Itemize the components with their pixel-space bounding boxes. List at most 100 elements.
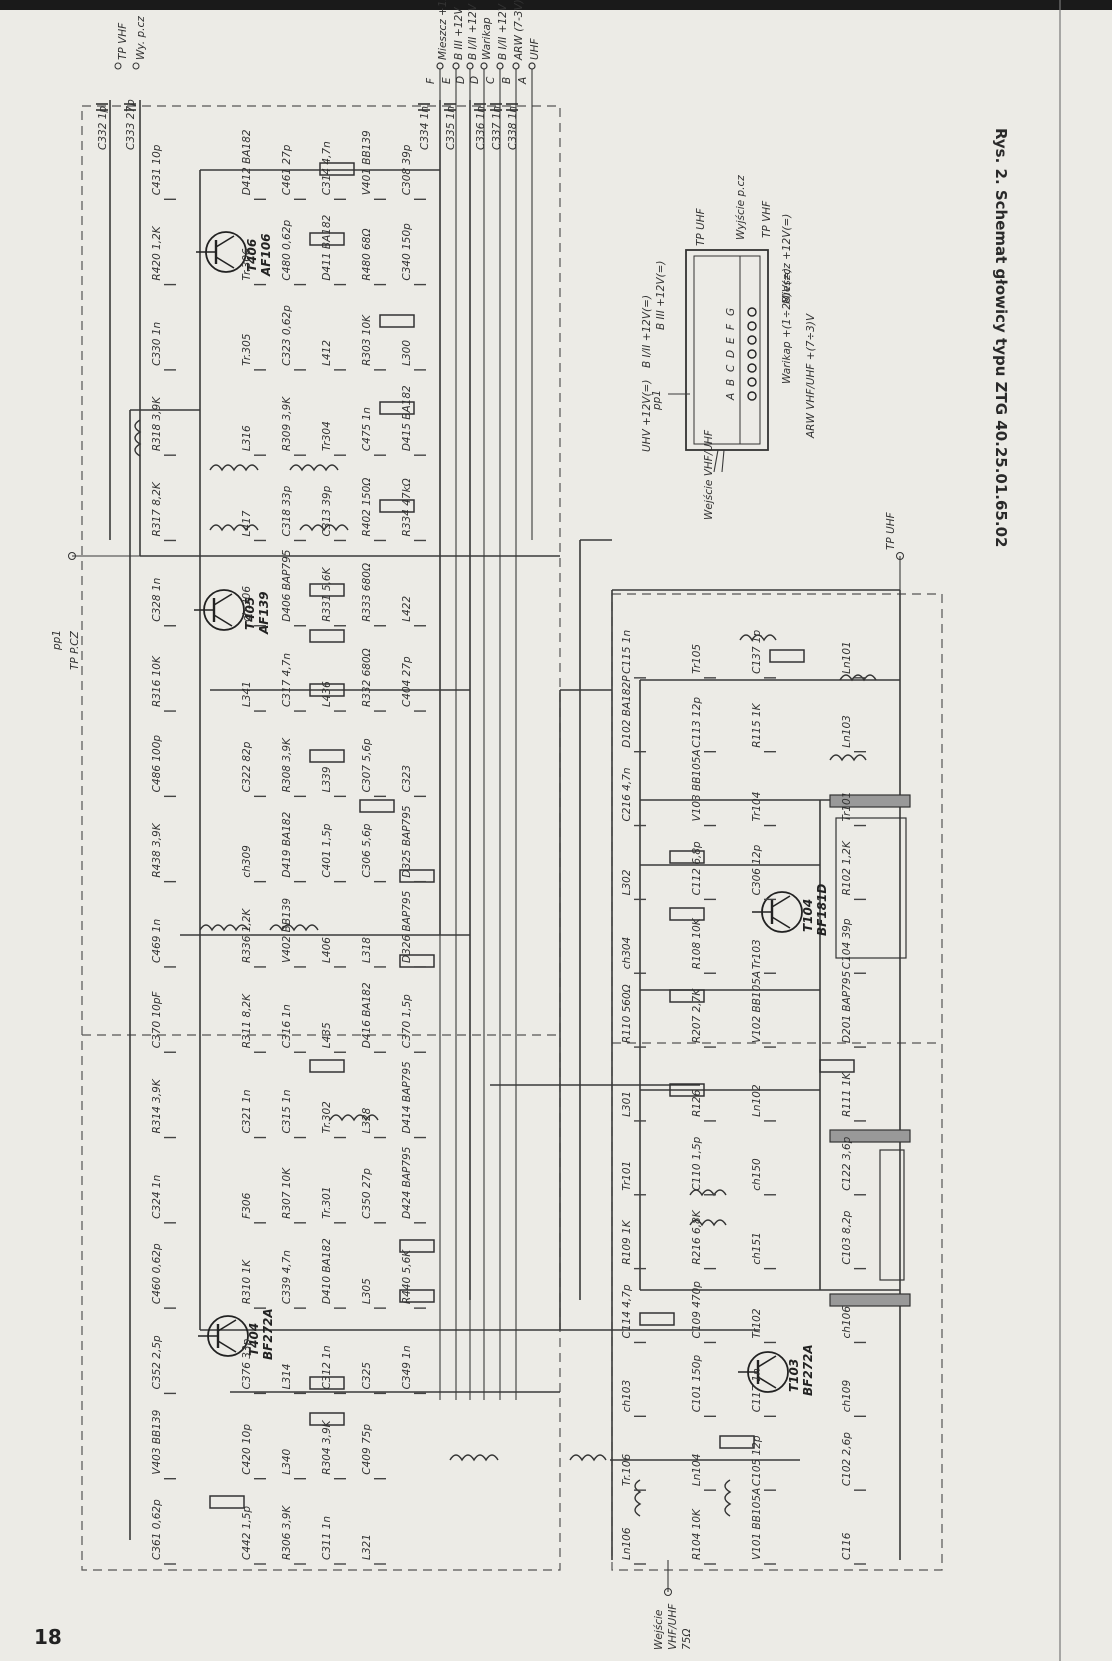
transistor-type: BF181D xyxy=(815,884,829,936)
component-label: C322 82p xyxy=(241,741,253,792)
inset-label: ARW VHF/UHF +(7÷3)V xyxy=(805,313,817,439)
transistor-type: AF139 xyxy=(257,591,271,635)
component-label: C313 39p xyxy=(321,485,333,536)
component-label: L417 xyxy=(241,510,253,536)
component-label: C328 1n xyxy=(151,578,163,622)
inset-pin-letter: E xyxy=(725,337,737,344)
component-label: L321 xyxy=(361,1534,373,1560)
component-label: Ln106 xyxy=(621,1527,633,1560)
component-label: ch109 xyxy=(841,1380,853,1413)
component-label: ch150 xyxy=(751,1158,763,1191)
component-label: R438 3,9K xyxy=(151,822,163,877)
component-label: R402 150Ω xyxy=(361,478,373,537)
component-label: D419 BA182 xyxy=(281,811,293,877)
component-label: D326 BAP795 xyxy=(401,890,413,963)
component-label: C314 4,7n xyxy=(321,141,333,195)
component-label: ch151 xyxy=(751,1232,763,1264)
line-ln102 xyxy=(829,1129,911,1143)
component-label: R316 10K xyxy=(151,655,163,707)
component-label: C401 1,5p xyxy=(321,823,333,877)
inset-label: Wyjście p.cz xyxy=(735,175,747,240)
component-label: C114 4,7p xyxy=(621,1284,633,1338)
component-label: C216 4,7n xyxy=(621,767,633,821)
component-label: R308 3,9K xyxy=(281,737,293,792)
component-label: C102 2,6p xyxy=(841,1432,853,1486)
component-label: C409 75p xyxy=(361,1424,373,1475)
component-label: L314 xyxy=(281,1364,293,1390)
output-wy-pcz: Wy. p.cz xyxy=(135,16,147,60)
component-label: C105 12p xyxy=(751,1435,763,1486)
component-label: L328 xyxy=(361,1107,373,1133)
terminal-letter: F xyxy=(425,77,437,84)
transistor-type: AF106 xyxy=(259,233,273,277)
component-label: R317 8,2K xyxy=(151,481,163,536)
terminal-letter: D xyxy=(455,76,467,84)
component-label: Tr103 xyxy=(751,939,763,969)
inset-label: Warikap +(1÷28)V(=) xyxy=(781,268,793,384)
component-label: C325 xyxy=(361,1362,373,1390)
component-label: R102 1,2K xyxy=(841,840,853,895)
component-label: Tr105 xyxy=(691,644,703,674)
terminal-label: B I/II +12V xyxy=(497,3,509,60)
component-label: D415 BA182 xyxy=(401,385,413,451)
component-label: C321 1n xyxy=(241,1089,253,1133)
vhf-section-frame xyxy=(81,105,561,1571)
component-label: Tr.106 xyxy=(621,1454,633,1487)
port-pp1: pp1 TP P.CZ xyxy=(51,552,140,670)
component-label: C318 33p xyxy=(281,485,293,536)
component-label: C352 2,5p xyxy=(151,1335,163,1389)
inset-label: TP UHF xyxy=(695,207,707,246)
component-label: L318 xyxy=(361,937,373,963)
component-label: C460 0,62p xyxy=(151,1243,163,1304)
component-label: C370 10pF xyxy=(151,990,163,1048)
component-label: D412 BA182 xyxy=(241,129,253,195)
inset-pin-letter: B xyxy=(725,379,737,386)
component-label: R334 47kΩ xyxy=(401,478,413,536)
figure-caption: Rys. 2. Schemat głowicy typu ZTG 40.25.0… xyxy=(992,128,1010,548)
component-label: C350 27p xyxy=(361,1168,373,1219)
component-label: L422 xyxy=(401,596,413,622)
component-label: C486 100p xyxy=(151,735,163,793)
terminal-label: UHF xyxy=(529,37,541,60)
top-capacitor-label: C338 1n xyxy=(507,106,519,150)
component-label: C307 5,6p xyxy=(361,738,373,792)
component-label: Ln102 xyxy=(751,1084,763,1117)
component-label: C311 1n xyxy=(321,1516,333,1560)
component-label: C323 xyxy=(401,765,413,792)
component-label: C323 0,62p xyxy=(281,305,293,366)
component-label: D102 BA182P xyxy=(621,675,633,748)
component-label: C324 1n xyxy=(151,1175,163,1219)
component-label: ch.306 xyxy=(241,586,253,622)
terminal-label: ARW (7-3V) xyxy=(513,0,525,61)
terminal-letter: A xyxy=(517,77,529,85)
component-label: Tr304 xyxy=(321,421,333,451)
component-label: Tr104 xyxy=(751,792,763,822)
component-label: C317 4,7n xyxy=(281,653,293,707)
transistor-ref: T406 xyxy=(245,239,259,272)
top-capacitor-label: C335 1n xyxy=(445,106,457,150)
component-label: C315 1n xyxy=(281,1089,293,1133)
component-label: C115 1n xyxy=(621,630,633,674)
component-label: C312 1n xyxy=(321,1345,333,1389)
component-label: Tr101 xyxy=(841,792,853,822)
inset-pin-letter: G xyxy=(725,308,737,316)
component-label: R309 3,9K xyxy=(281,396,293,451)
component-label: F306 xyxy=(241,1192,253,1218)
component-label: C461 27p xyxy=(281,144,293,195)
component-label: L302 xyxy=(621,869,633,895)
top-capacitor-label: C334 1n xyxy=(419,106,431,150)
component-label: ch304 xyxy=(621,937,633,969)
component-label: R420 1,2K xyxy=(151,225,163,280)
top-capacitor-label: C333 27p xyxy=(125,99,137,150)
terminal-letter: E xyxy=(441,77,453,84)
component-label: V103 BB105A xyxy=(691,749,703,821)
component-label: D416 BA182 xyxy=(361,982,373,1048)
component-label: Tr.306 xyxy=(241,248,253,281)
component-label: C480 0,62p xyxy=(281,219,293,280)
